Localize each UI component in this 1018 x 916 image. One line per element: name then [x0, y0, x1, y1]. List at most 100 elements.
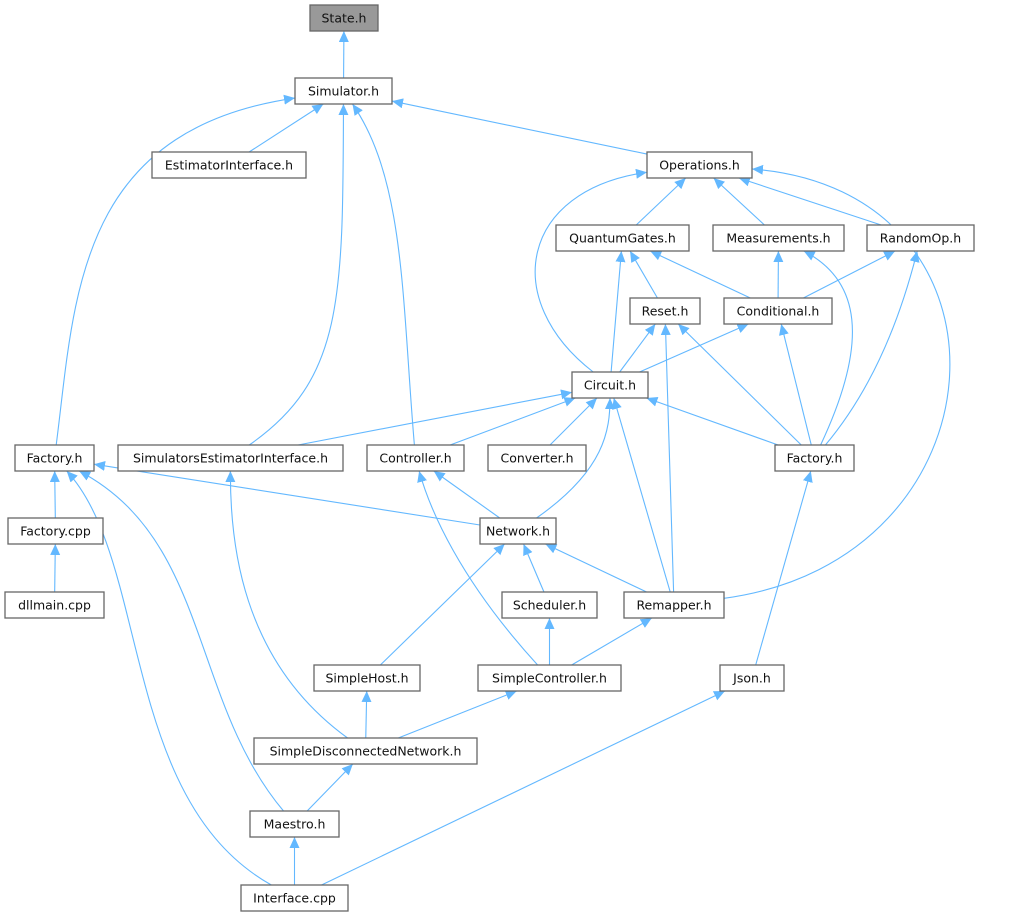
node-box	[14, 444, 95, 472]
edge-converter-to-circuit	[549, 397, 598, 446]
edge-factorycpp-to-factoryL	[49, 470, 60, 519]
node-label: Scheduler.h	[513, 598, 586, 613]
edge-remapper-to-circuit	[612, 397, 671, 593]
node-box	[719, 664, 785, 692]
edge-circuit-to-quantumgates	[610, 250, 626, 373]
node-remapper[interactable]: Remapper.h	[623, 591, 725, 619]
node-box	[117, 444, 344, 472]
node-box	[313, 664, 421, 692]
node-label: dllmain.cpp	[18, 598, 91, 613]
node-controller[interactable]: Controller.h	[366, 444, 465, 472]
node-measurements[interactable]: Measurements.h	[712, 224, 845, 252]
edge-simplehost-to-network	[379, 543, 506, 666]
edge-sdn-to-sei	[225, 470, 348, 739]
edge-maestro-to-sdn	[306, 763, 354, 812]
node-estimator[interactable]: EstimatorInterface.h	[151, 151, 307, 179]
node-scheduler[interactable]: Scheduler.h	[501, 591, 598, 619]
edge-controller-to-simulator	[352, 103, 415, 446]
edge-randomop-to-operations	[738, 176, 882, 226]
edge-simplecontroller-to-remapper	[571, 617, 653, 666]
node-json[interactable]: Json.h	[719, 664, 785, 692]
edge-factoryR-to-randomop	[824, 250, 920, 446]
node-label: Remapper.h	[636, 598, 711, 613]
node-factorycpp[interactable]: Factory.cpp	[7, 517, 104, 545]
node-label: QuantumGates.h	[569, 231, 676, 246]
edge-remapper-to-reset	[660, 323, 675, 593]
edge-operations-to-simulator	[391, 98, 648, 155]
node-conditional[interactable]: Conditional.h	[723, 297, 833, 325]
node-box	[629, 297, 701, 325]
edge-sdn-to-simplecontroller	[398, 690, 517, 739]
node-box	[4, 591, 105, 619]
node-label: State.h	[322, 11, 367, 26]
node-label: SimpleController.h	[492, 671, 607, 686]
node-box	[240, 884, 349, 912]
edge-conditional-to-quantumgates	[649, 250, 751, 299]
edge-dllmain-to-factorycpp	[50, 543, 61, 593]
node-label: Converter.h	[500, 451, 573, 466]
edge-measurements-to-operations	[713, 177, 765, 226]
node-box	[487, 444, 587, 472]
node-sei[interactable]: SimulatorsEstimatorInterface.h	[117, 444, 344, 472]
node-box	[477, 664, 622, 692]
node-label: Json.h	[732, 671, 771, 686]
node-factoryL[interactable]: Factory.h	[14, 444, 95, 472]
node-dllmain[interactable]: dllmain.cpp	[4, 591, 105, 619]
node-box	[294, 77, 393, 105]
node-box	[309, 4, 379, 32]
node-label: Simulator.h	[308, 84, 379, 99]
node-randomop[interactable]: RandomOp.h	[866, 224, 975, 252]
edge-sei-to-circuit	[297, 389, 573, 446]
edge-controller-to-circuit	[449, 397, 576, 446]
node-sdn[interactable]: SimpleDisconnectedNetwork.h	[253, 737, 478, 765]
node-network[interactable]: Network.h	[479, 517, 557, 545]
edge-factoryR-to-reset	[677, 323, 802, 446]
edge-remapper-to-operations	[723, 164, 951, 599]
node-box	[646, 151, 753, 179]
edge-circuit-to-reset	[619, 323, 656, 373]
node-box	[253, 737, 478, 765]
node-box	[623, 591, 725, 619]
node-label: Factory.cpp	[20, 524, 91, 539]
node-maestro[interactable]: Maestro.h	[249, 810, 340, 838]
edge-interface-to-factoryL	[66, 470, 272, 886]
node-label: Circuit.h	[584, 378, 636, 393]
node-reset[interactable]: Reset.h	[629, 297, 701, 325]
edge-circuit-to-conditional	[639, 323, 749, 373]
node-label: Network.h	[486, 524, 550, 539]
node-converter[interactable]: Converter.h	[487, 444, 587, 472]
node-operations[interactable]: Operations.h	[646, 151, 753, 179]
edge-estimator-to-simulator	[248, 103, 324, 153]
edge-network-to-circuit	[536, 397, 615, 519]
node-label: Operations.h	[659, 158, 740, 173]
node-label: Factory.h	[27, 451, 83, 466]
node-box	[774, 444, 855, 472]
node-simulator[interactable]: Simulator.h	[294, 77, 393, 105]
node-interface[interactable]: Interface.cpp	[240, 884, 349, 912]
edge-maestro-to-factoryL	[78, 470, 284, 812]
edge-scheduler-to-network	[523, 543, 545, 593]
edges	[49, 30, 951, 886]
node-box	[366, 444, 465, 472]
node-label: Factory.h	[787, 451, 843, 466]
node-label: EstimatorInterface.h	[165, 158, 293, 173]
edge-network-to-factoryL	[93, 460, 481, 526]
edge-remapper-to-network	[545, 543, 647, 593]
node-label: SimpleHost.h	[325, 671, 408, 686]
node-box	[866, 224, 975, 252]
node-simplehost[interactable]: SimpleHost.h	[313, 664, 421, 692]
node-label: Maestro.h	[264, 817, 326, 832]
edge-factoryL-to-simulator	[55, 94, 296, 446]
node-factoryR[interactable]: Factory.h	[774, 444, 855, 472]
node-circuit[interactable]: Circuit.h	[571, 371, 649, 399]
node-simplecontroller[interactable]: SimpleController.h	[477, 664, 622, 692]
node-quantumgates[interactable]: QuantumGates.h	[555, 224, 690, 252]
edge-factoryR-to-measurements	[803, 250, 853, 446]
node-label: SimpleDisconnectedNetwork.h	[270, 744, 462, 759]
edge-quantumgates-to-operations	[635, 177, 687, 226]
node-label: Reset.h	[642, 304, 689, 319]
node-state: State.h	[309, 4, 379, 32]
node-box	[723, 297, 833, 325]
edge-simplecontroller-to-controller	[417, 470, 539, 666]
